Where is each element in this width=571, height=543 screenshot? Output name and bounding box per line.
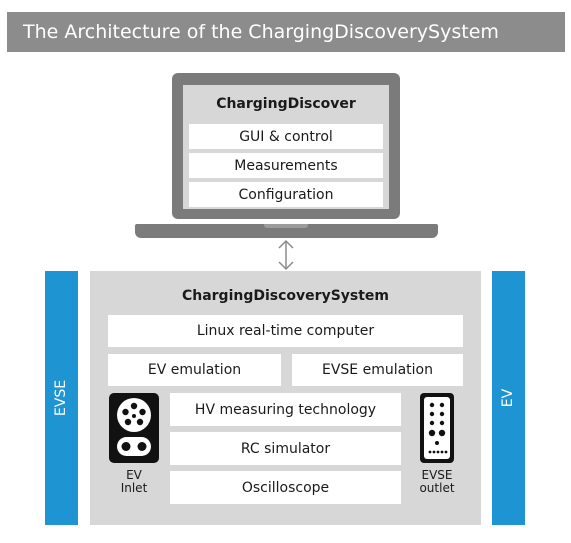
ev-side-bar: EV [492, 271, 525, 525]
evse-emulation-box: EVSE emulation [292, 354, 463, 386]
evse-side-label: EVSE [53, 379, 70, 417]
linux-computer-box: Linux real-time computer [108, 315, 463, 347]
evse-outlet-label: EVSE outlet [404, 469, 470, 495]
hv-measuring-box: HV measuring technology [170, 393, 401, 426]
laptop-title: ChargingDiscover [216, 96, 356, 112]
evse-outlet-connector-icon [420, 393, 454, 463]
laptop-item-configuration: Configuration [189, 182, 383, 207]
evse-side-bar: EVSE [45, 271, 78, 525]
page-title: The Architecture of the ChargingDiscover… [7, 12, 565, 52]
evse-outlet-label-line2: outlet [419, 481, 455, 495]
ev-inlet-connector-icon [109, 393, 159, 463]
double-arrow-icon [278, 239, 294, 271]
ev-inlet-label: EV Inlet [100, 469, 168, 495]
ev-inlet-label-line2: Inlet [120, 481, 148, 495]
laptop-item-measurements: Measurements [189, 153, 383, 178]
ev-emulation-box: EV emulation [108, 354, 281, 386]
evse-outlet-label-line1: EVSE [421, 468, 453, 482]
system-title: ChargingDiscoverySystem [181, 288, 390, 304]
oscilloscope-box: Oscilloscope [170, 471, 401, 504]
laptop-item-gui: GUI & control [189, 124, 383, 149]
ev-inlet-label-line1: EV [126, 468, 142, 482]
rc-simulator-box: RC simulator [170, 432, 401, 465]
laptop-base [135, 224, 438, 238]
ev-side-label: EV [500, 388, 517, 408]
laptop-notch [264, 224, 308, 228]
